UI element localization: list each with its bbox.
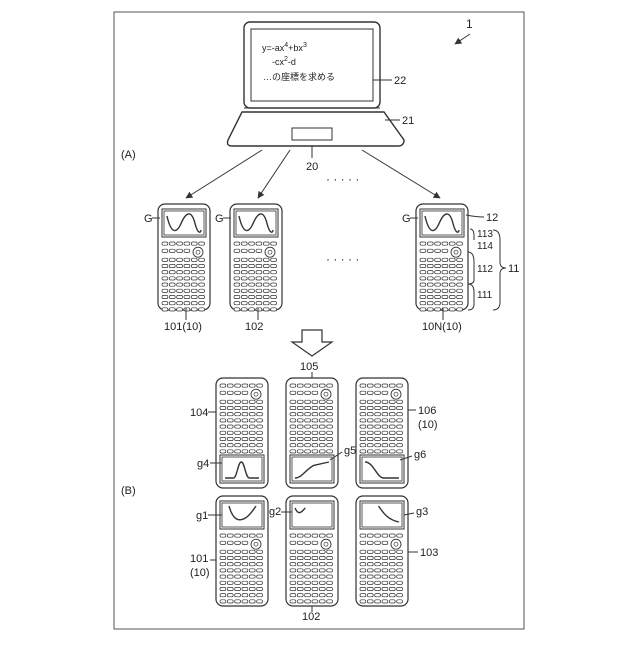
label-113: 113 [477,229,493,240]
calculator-105 [286,378,338,488]
arrow-to-calc-2 [258,150,290,198]
transition-arrow [292,330,332,356]
calculator-10N [416,204,468,311]
label-101-b-sub: (10) [190,567,210,579]
label-102-a: 102 [245,321,263,333]
label-105: 105 [300,361,318,373]
screen-formula-line2: -cx2-d [272,56,296,67]
bracket-111 [468,284,474,310]
laptop-touchpad [292,128,332,140]
label-g4: g4 [197,458,209,470]
label-11: 11 [508,263,519,275]
label-103: 103 [420,547,438,559]
bracket-113 [470,229,474,240]
label-g6: g6 [414,449,426,461]
ellipsis-top: · · · · · [326,172,359,186]
laptop: y=-ax4+bx3 -cx2-d …の座標を求める 22 21 20 [228,22,415,173]
label-10N-10: 10N(10) [422,321,462,333]
label-106: 106 [418,405,436,417]
calculator-103 [356,496,408,606]
bracket-11 [493,230,506,310]
bracket-112 [468,252,474,284]
label-22: 22 [394,75,406,87]
label-20: 20 [306,161,318,173]
ellipsis-mid: · · · · · [326,252,359,266]
figure-ref-arrow [455,34,470,44]
screen-text-line3: …の座標を求める [263,71,335,82]
label-g3: g3 [416,506,428,518]
label-101-10: 101(10) [164,321,202,333]
label-114: 114 [477,241,493,252]
graph-marker-2: G [215,213,224,225]
label-106-sub: (10) [418,419,438,431]
label-102-b: 102 [302,611,320,623]
graph-marker-n: G [402,213,411,225]
calculator-101 [158,204,210,311]
label-112: 112 [477,264,493,275]
calculator-104 [216,378,268,488]
calculator-102-b [286,496,338,606]
label-g2: g2 [269,506,281,518]
graph-marker-1: G [144,213,153,225]
arrow-to-calc-n [362,150,440,198]
label-g5: g5 [344,445,356,457]
section-a-label: (A) [121,149,136,161]
arrow-to-calc-1 [186,150,262,198]
calculator-101-b [216,496,268,606]
label-111: 111 [477,290,493,301]
label-101-b: 101 [190,553,208,565]
label-g1: g1 [196,510,208,522]
calculator-102 [230,204,282,311]
calculator-106 [356,378,408,488]
label-104: 104 [190,407,208,419]
laptop-screen [251,29,373,101]
section-b-label: (B) [121,485,136,497]
figure-ref-label: 1 [466,17,473,31]
label-21: 21 [402,115,414,127]
label-12: 12 [486,212,498,224]
